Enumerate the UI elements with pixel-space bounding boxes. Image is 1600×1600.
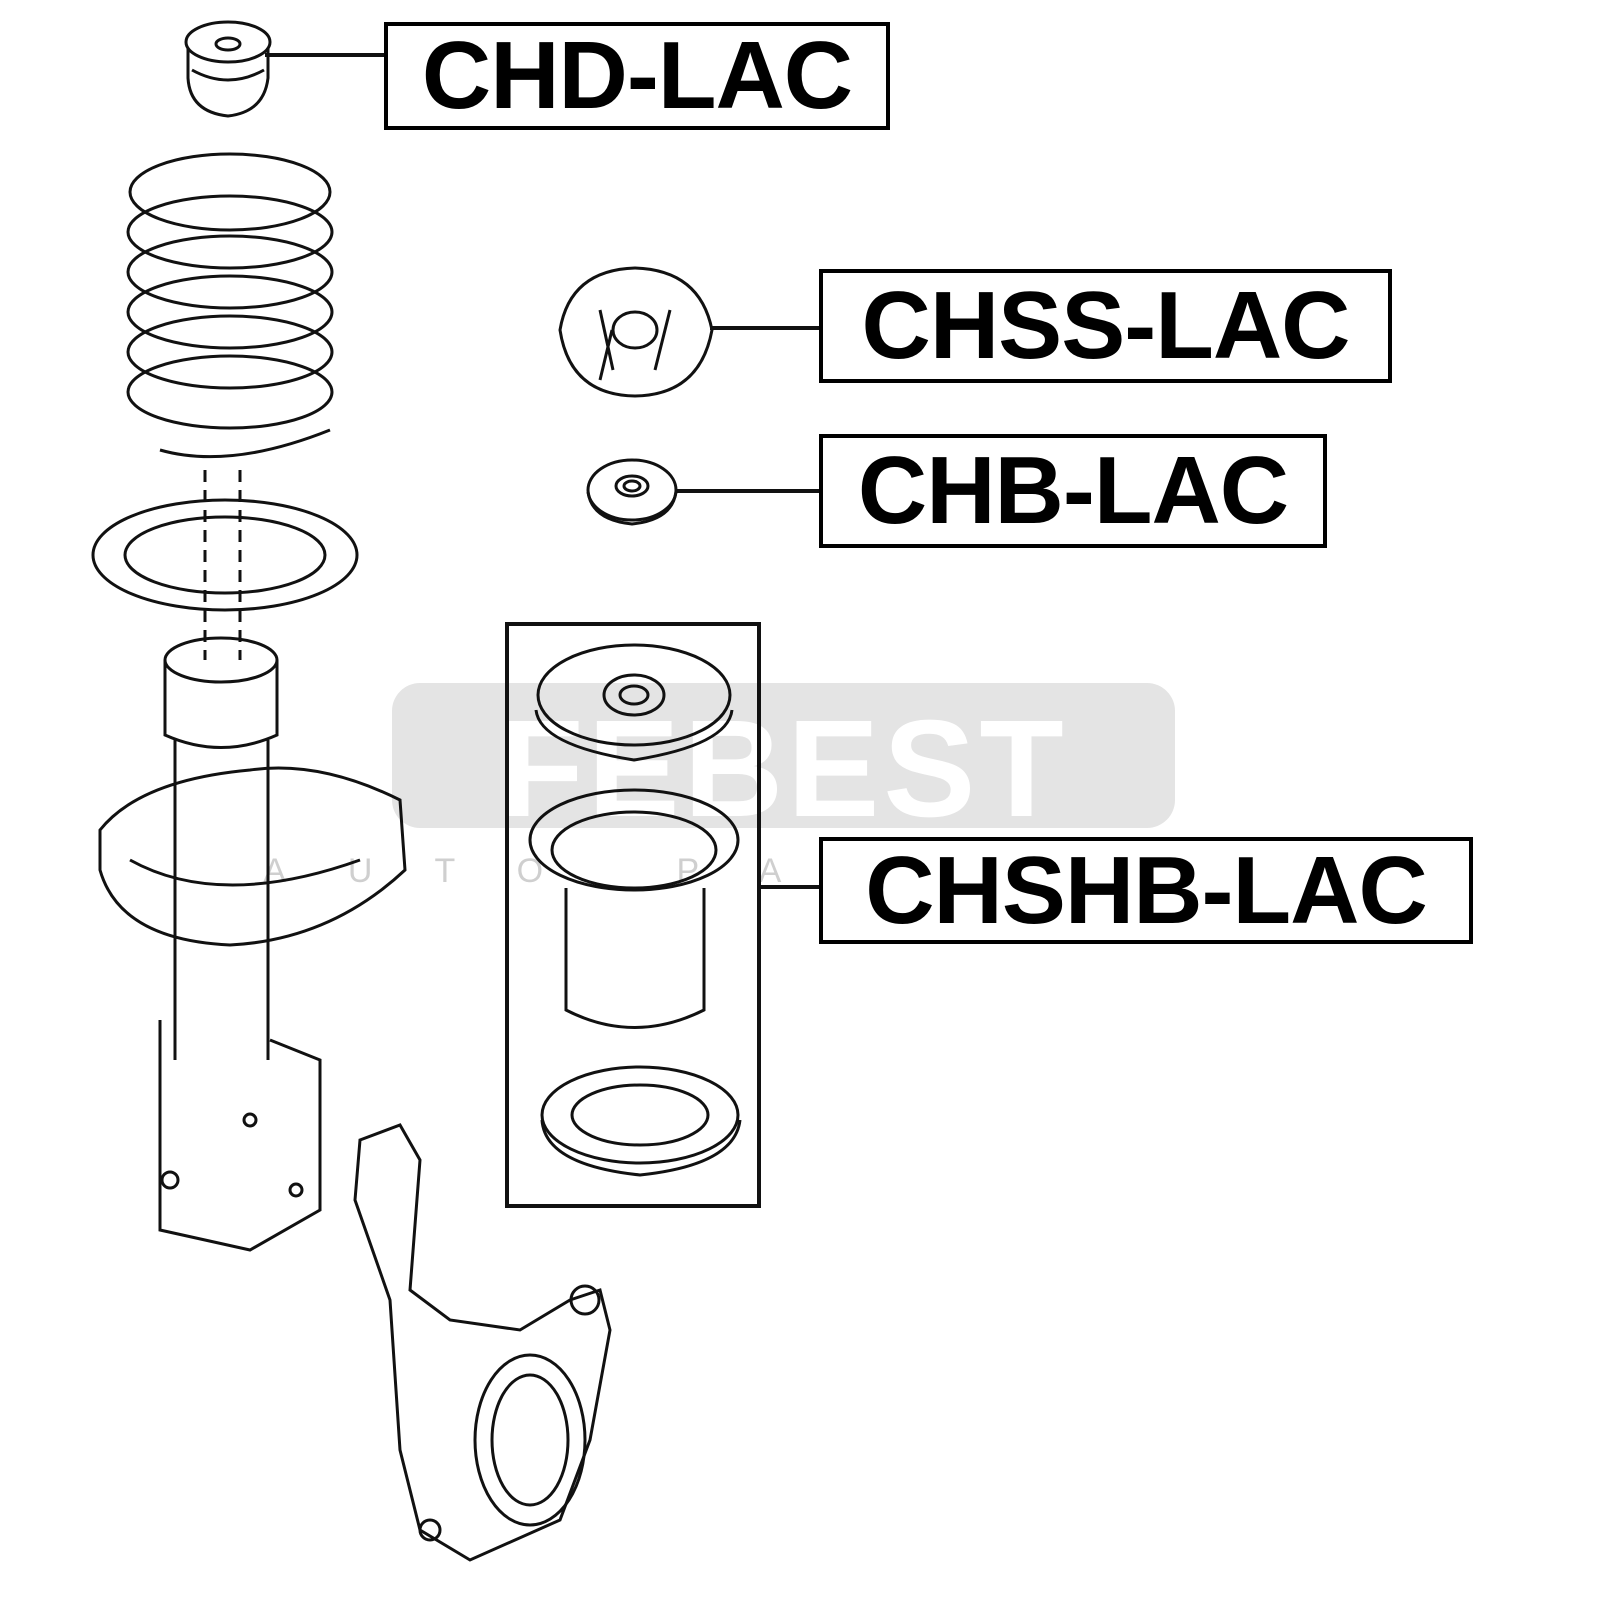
chshb-group-box (505, 622, 761, 1208)
leader-lines (265, 53, 822, 889)
watermark-brand: FEBEST (499, 692, 1068, 846)
part-label-chb-lac[interactable]: CHB-LAC (819, 434, 1327, 548)
bearing-drawing (586, 458, 678, 526)
part-code: CHSHB-LAC (865, 836, 1428, 944)
part-code: CHB-LAC (857, 437, 1289, 544)
part-code: CHD-LAC (421, 22, 853, 129)
steering-knuckle-drawing (353, 1123, 612, 1562)
part-label-chshb-lac[interactable]: CHSHB-LAC (819, 837, 1473, 944)
boot-kit-drawing (528, 643, 742, 1177)
shock-absorber-drawing (98, 470, 407, 1252)
part-label-chd-lac[interactable]: CHD-LAC (384, 22, 890, 130)
spring-seat-drawing (91, 498, 359, 612)
strut-mount-drawing (558, 266, 714, 398)
part-label-chss-lac[interactable]: CHSS-LAC (819, 269, 1392, 383)
coil-spring-drawing (126, 152, 334, 459)
bump-stop-drawing (184, 20, 272, 118)
part-code: CHSS-LAC (861, 272, 1351, 379)
watermark-background (392, 683, 1175, 828)
